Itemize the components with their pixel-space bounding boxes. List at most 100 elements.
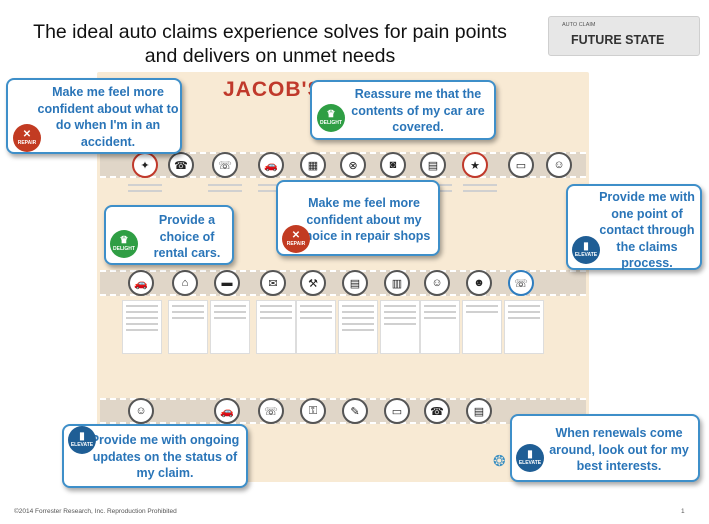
stage-card — [168, 300, 208, 354]
future-state-tag-title: FUTURE STATE — [571, 33, 665, 47]
callout-single-contact: Provide me with one point of contact thr… — [566, 184, 702, 270]
trophy-icon: ♛ — [119, 235, 129, 246]
phone-icon: ☏ — [212, 152, 238, 178]
callout-line: my claim. — [136, 466, 194, 480]
badge-label: ELEVATE — [518, 460, 542, 466]
stage-card — [380, 300, 420, 354]
stage-node-icon: ✦ — [132, 152, 158, 178]
callout-line: the claims — [616, 239, 678, 254]
elevate-badge: ▮ ELEVATE — [516, 444, 544, 472]
callout-line: contents of my car are — [351, 103, 485, 118]
repair-shop-icon: ⌂ — [172, 270, 198, 296]
bar-chart-icon: ▮ — [79, 431, 85, 442]
callout-line: best interests. — [576, 459, 662, 473]
callout-line: do when I'm in an — [55, 118, 161, 132]
badge-label: ELEVATE — [70, 442, 94, 448]
future-state-tag-label: AUTO CLAIM — [562, 22, 596, 28]
callout-line: around, look out for my — [549, 442, 689, 457]
footer-copyright: ©2014 Forrester Research, Inc. Reproduct… — [14, 508, 177, 515]
person-icon: ☺ — [424, 270, 450, 296]
callout-renewals: When renewals come around, look out for … — [510, 414, 700, 482]
callout-line: updates on the status of — [92, 449, 238, 464]
truck-icon: ▬ — [214, 270, 240, 296]
phone-icon: ☏ — [258, 398, 284, 424]
bar-chart-icon: ▮ — [583, 241, 589, 252]
callout-line: confident about what to — [37, 101, 179, 116]
callout-line: When renewals come — [555, 426, 683, 440]
camera-icon: ◙ — [380, 152, 406, 178]
callout-line: confident about my — [306, 212, 422, 227]
car-icon: 🚗 — [128, 270, 154, 296]
shop-icon: ▦ — [300, 152, 326, 178]
callout-ongoing-updates: Provide me with ongoing updates on the s… — [62, 424, 248, 488]
document-icon: ▤ — [342, 270, 368, 296]
forrester-logo-icon: ❂ — [493, 453, 506, 470]
wrench-icon: ⚒ — [300, 270, 326, 296]
repair-badge: ✕ REPAIR — [13, 124, 41, 152]
callout-line: covered. — [392, 120, 444, 134]
person-icon: ☺ — [128, 398, 154, 424]
callout-line: Make me feel more — [308, 196, 420, 210]
stage-card — [338, 300, 378, 354]
stage-note — [255, 180, 295, 196]
callout-line: Make me feel more — [52, 85, 164, 99]
trophy-icon: ♛ — [326, 109, 336, 120]
envelope-icon: ✉ — [260, 270, 286, 296]
callout-line: accident. — [80, 134, 136, 149]
stage-card — [122, 300, 162, 354]
future-state-tag: AUTO CLAIM FUTURE STATE — [548, 16, 700, 56]
stage-card — [256, 300, 296, 354]
tools-icon: ✕ — [291, 230, 301, 241]
callout-line: process. — [621, 256, 673, 270]
badge-label: DELIGHT — [113, 246, 135, 252]
badge-label: ELEVATE — [574, 252, 598, 258]
bar-chart-icon: ▮ — [527, 449, 533, 460]
stage-note — [125, 180, 165, 196]
person-icon: ☺ — [546, 152, 572, 178]
stage-card — [420, 300, 460, 354]
document-icon: ▤ — [420, 152, 446, 178]
badge-label: REPAIR — [17, 140, 37, 146]
car-icon: 🚗 — [258, 152, 284, 178]
repair-badge: ✕ REPAIR — [282, 225, 310, 253]
callout-line: Provide me with ongoing — [90, 433, 240, 447]
stage-card — [462, 300, 502, 354]
callout-line: Reassure me that the — [354, 87, 482, 101]
callout-line: choice of — [159, 229, 215, 244]
callout-line: rental cars. — [153, 246, 221, 260]
callout-line: Provide me with — [599, 190, 695, 204]
callout-line: Provide a — [158, 213, 216, 227]
stage-note — [460, 180, 500, 196]
signature-icon: ✎ — [342, 398, 368, 424]
phone-icon: ☎ — [168, 152, 194, 178]
car-icon: 🚗 — [214, 398, 240, 424]
slide-title-line-1: The ideal auto claims experience solves … — [33, 21, 507, 43]
phone-icon: ☎ — [424, 398, 450, 424]
steering-wheel-icon: ⊗ — [340, 152, 366, 178]
journey-map-title: JACOB'S — [223, 78, 323, 101]
slide-title: The ideal auto claims experience solves … — [20, 20, 520, 68]
page-number: 1 — [681, 508, 685, 515]
stage-card — [210, 300, 250, 354]
slide-title-line-2: and delivers on unmet needs — [144, 45, 396, 67]
badge-label: REPAIR — [286, 241, 306, 247]
person-icon: ☻ — [466, 270, 492, 296]
clipboard-icon: ▥ — [384, 270, 410, 296]
survey-icon: ▤ — [466, 398, 492, 424]
stage-note — [205, 180, 245, 196]
callout-line: contact through — [599, 223, 695, 237]
key-icon: ⚿ — [300, 398, 326, 424]
elevate-badge: ▮ ELEVATE — [68, 426, 96, 454]
credit-card-icon: ▭ — [384, 398, 410, 424]
stage-card — [296, 300, 336, 354]
badge-label: DELIGHT — [320, 120, 342, 126]
callout-line: one point of — [611, 206, 683, 221]
delight-badge: ♛ DELIGHT — [317, 104, 345, 132]
phone-icon: ☏ — [508, 270, 534, 296]
callout-line: choice in repair shops — [297, 229, 431, 243]
rental-car-icon: ▭ — [508, 152, 534, 178]
tools-icon: ✕ — [22, 129, 32, 140]
stage-card — [504, 300, 544, 354]
star-icon: ★ — [462, 152, 488, 178]
delight-badge: ♛ DELIGHT — [110, 230, 138, 258]
